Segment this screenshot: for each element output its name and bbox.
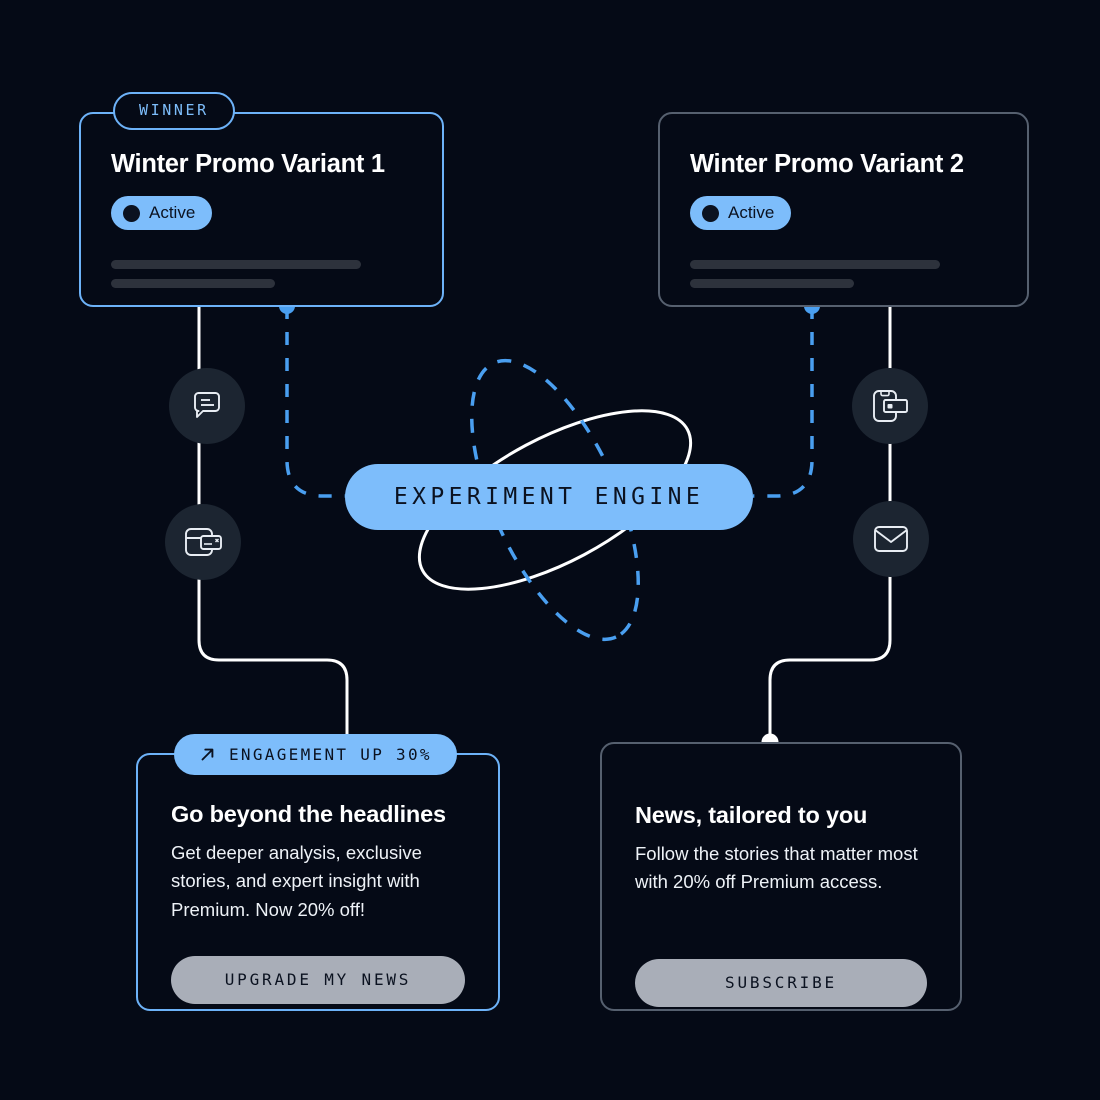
skeleton-line <box>690 279 854 288</box>
status-label: Active <box>728 203 775 222</box>
subscribe-button[interactable]: SUBSCRIBE <box>635 958 927 1007</box>
skeleton-line <box>111 279 275 288</box>
message-body: Follow the stories that matter most with… <box>635 843 918 893</box>
message-body: Get deeper analysis, exclusive stories, … <box>171 842 422 920</box>
status-badge: Active <box>111 196 213 230</box>
skeleton-placeholder <box>690 260 997 288</box>
message-card-1[interactable]: ENGAGEMENT UP 30% Go beyond the headline… <box>136 734 500 1011</box>
upgrade-button[interactable]: UPGRADE MY NEWS <box>171 955 465 1004</box>
channel-chat-bubble[interactable] <box>169 368 245 444</box>
message-title: News, tailored to you <box>635 802 868 828</box>
message-card-2[interactable]: News, tailored to you Follow the stories… <box>600 742 962 1011</box>
message-title: Go beyond the headlines <box>171 801 446 827</box>
winner-badge: WINNER <box>113 92 235 130</box>
skeleton-line <box>690 260 940 269</box>
email-envelope-icon <box>874 526 908 552</box>
mobile-push-icon <box>873 390 908 422</box>
skeleton-placeholder <box>111 260 412 288</box>
chat-bubble-icon <box>194 392 220 418</box>
experiment-engine-node[interactable]: EXPERIMENT ENGINE <box>345 464 753 530</box>
browser-popup-icon <box>185 528 222 556</box>
lift-badge-label: ENGAGEMENT UP 30% <box>229 744 432 764</box>
trend-up-arrow-icon <box>201 748 214 761</box>
channel-email[interactable] <box>853 501 929 577</box>
skeleton-line <box>111 260 361 269</box>
variant-card-1[interactable]: WINNER Winter Promo Variant 1 Active <box>79 92 444 307</box>
variant-title: Winter Promo Variant 1 <box>111 150 385 178</box>
channel-browser-popup[interactable] <box>165 504 241 580</box>
variant-title: Winter Promo Variant 2 <box>690 150 964 178</box>
status-dot-icon <box>702 204 719 222</box>
status-label: Active <box>149 203 196 222</box>
engagement-lift-badge: ENGAGEMENT UP 30% <box>174 734 457 775</box>
status-badge: Active <box>690 196 792 230</box>
variant-card-2[interactable]: Winter Promo Variant 2 Active <box>658 112 1029 307</box>
channel-mobile-push[interactable] <box>852 368 928 444</box>
status-dot-icon <box>123 204 140 222</box>
engine-label: EXPERIMENT ENGINE <box>393 484 705 510</box>
